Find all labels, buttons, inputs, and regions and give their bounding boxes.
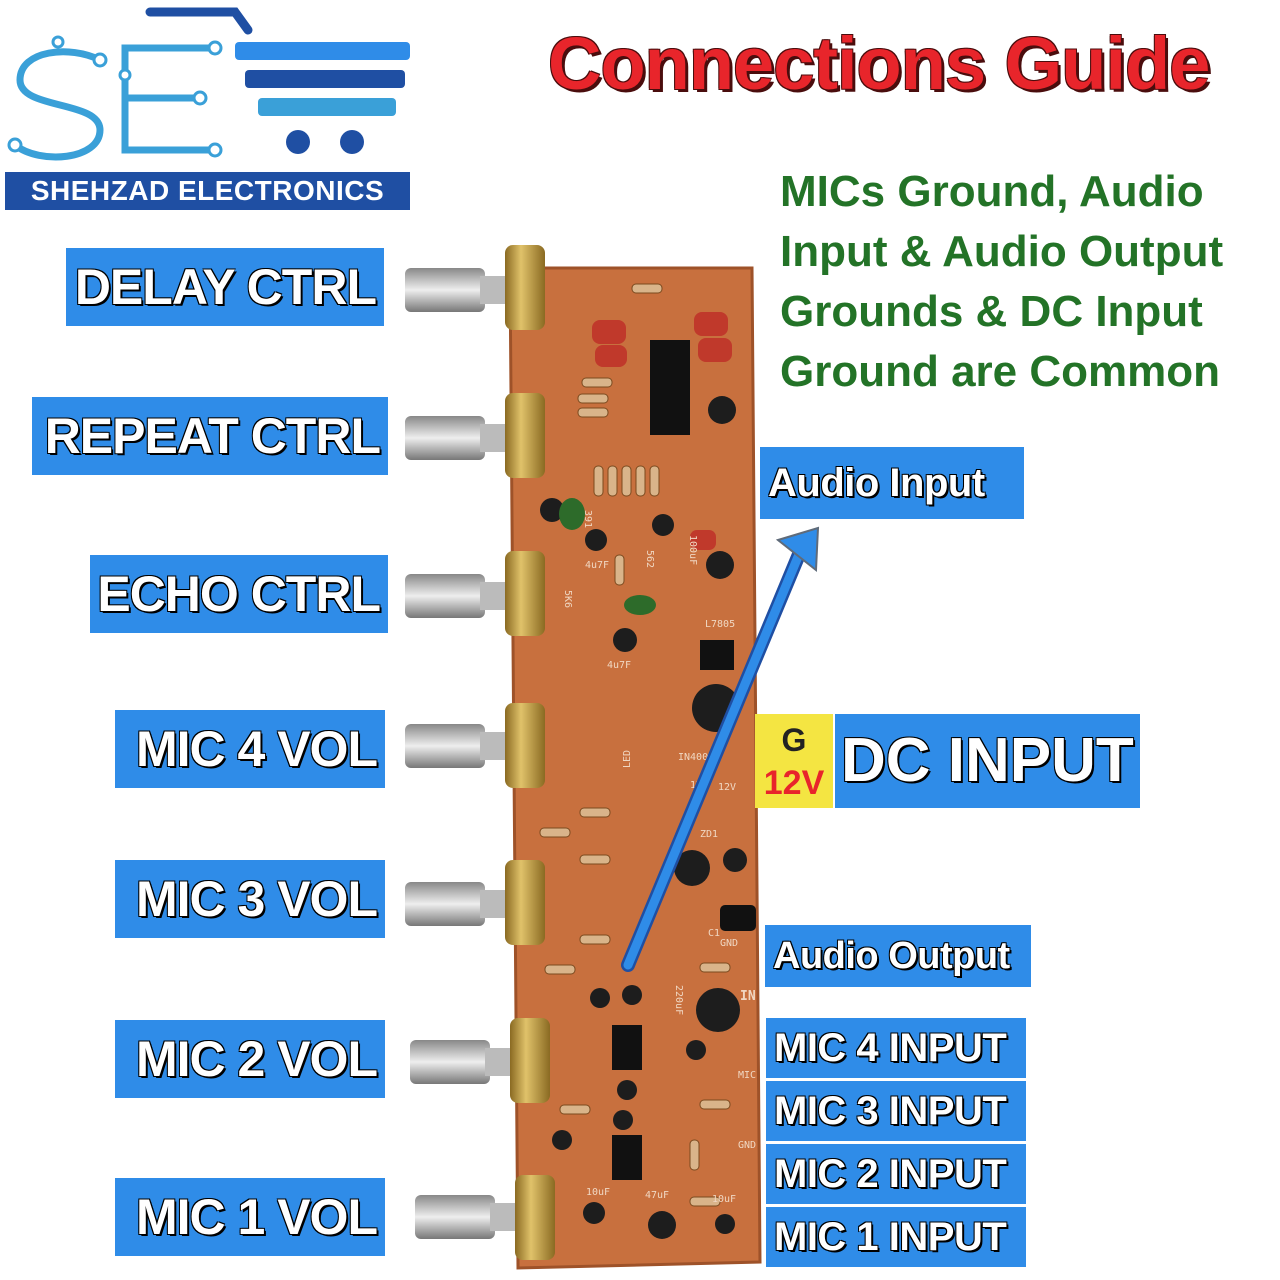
resistors: [539, 283, 731, 1207]
label-mic1-input: MIC 1 INPUT: [766, 1207, 1026, 1267]
silk-12v: 12V: [718, 782, 736, 793]
silk-gnd-2: GND: [738, 1140, 756, 1151]
transistor: [720, 905, 756, 931]
dc-polarity-badge: G 12V: [755, 714, 833, 808]
silk-c1: C1: [708, 928, 720, 939]
electrolytic-capacitors: [540, 396, 747, 1239]
audio-input-arrow-icon: [621, 526, 820, 972]
brand-name: SHEHZAD ELECTRONICS: [5, 172, 410, 210]
silk-mic: MIC: [738, 1070, 756, 1081]
label-echo-ctrl: ECHO CTRL: [90, 555, 388, 633]
ic-echo-chip: [650, 340, 690, 435]
potentiometer-repeat: [405, 393, 545, 478]
label-mic2-input: MIC 2 INPUT: [766, 1144, 1026, 1204]
ic-preamp-1: [612, 1025, 642, 1070]
dc-voltage-marker: 12V: [763, 764, 825, 802]
shehzad-electronics-logo: SHEHZAD ELECTRONICS: [0, 0, 420, 215]
silk-cap-100u: 100uF: [687, 535, 698, 565]
dc-ground-marker: G: [781, 722, 807, 758]
silk-zener: ZD1: [700, 829, 718, 840]
label-dc-input: DC INPUT: [835, 714, 1140, 808]
label-mic3-vol: MIC 3 VOL: [115, 860, 385, 938]
silk-cap-220u: 220uF: [673, 985, 684, 1015]
silk-cap-4u7-b: 4u7F: [585, 560, 609, 571]
potentiometer-mic4: [405, 703, 545, 788]
silk-cap-47u: 47uF: [645, 1190, 669, 1201]
ground-note: MICs Ground, Audio Input & Audio Output …: [780, 167, 1224, 396]
label-audio-input: Audio Input: [760, 447, 1024, 519]
silk-gnd: GND: [720, 938, 738, 949]
label-mic3-input: MIC 3 INPUT: [766, 1081, 1026, 1141]
potentiometer-delay: [405, 245, 545, 330]
se-logo-mark-icon: [7, 7, 410, 161]
potentiometer-mic2: [410, 1018, 550, 1103]
label-audio-output: Audio Output: [765, 925, 1031, 987]
silk-cap-4u7: 4u7F: [607, 660, 631, 671]
label-mic1-vol: MIC 1 VOL: [115, 1178, 385, 1256]
potentiometer-mic1: [415, 1175, 555, 1260]
silk-regulator: L7805: [705, 619, 735, 630]
silk-cap-10u-b: 10uF: [712, 1194, 736, 1205]
label-mic2-vol: MIC 2 VOL: [115, 1020, 385, 1098]
ic-preamp-2: [612, 1135, 642, 1180]
label-repeat-ctrl: REPEAT CTRL: [32, 397, 388, 475]
silk-cap-10u: 10uF: [586, 1187, 610, 1198]
silk-391: 391: [582, 510, 593, 528]
silk-562: 562: [644, 550, 655, 568]
silk-in: IN: [740, 989, 756, 1004]
silk-led: LED: [622, 750, 633, 768]
label-delay-ctrl: DELAY CTRL: [66, 248, 384, 326]
label-mic4-vol: MIC 4 VOL: [115, 710, 385, 788]
voltage-regulator: [700, 640, 734, 670]
potentiometer-echo: [405, 551, 545, 636]
silk-diode: IN4007: [678, 752, 714, 763]
label-mic4-input: MIC 4 INPUT: [766, 1018, 1026, 1078]
potentiometer-mic3: [405, 860, 545, 945]
page-title: Connections Guide: [548, 22, 1210, 105]
silk-5k6: 5K6: [562, 590, 573, 608]
film-capacitors: [592, 312, 732, 550]
